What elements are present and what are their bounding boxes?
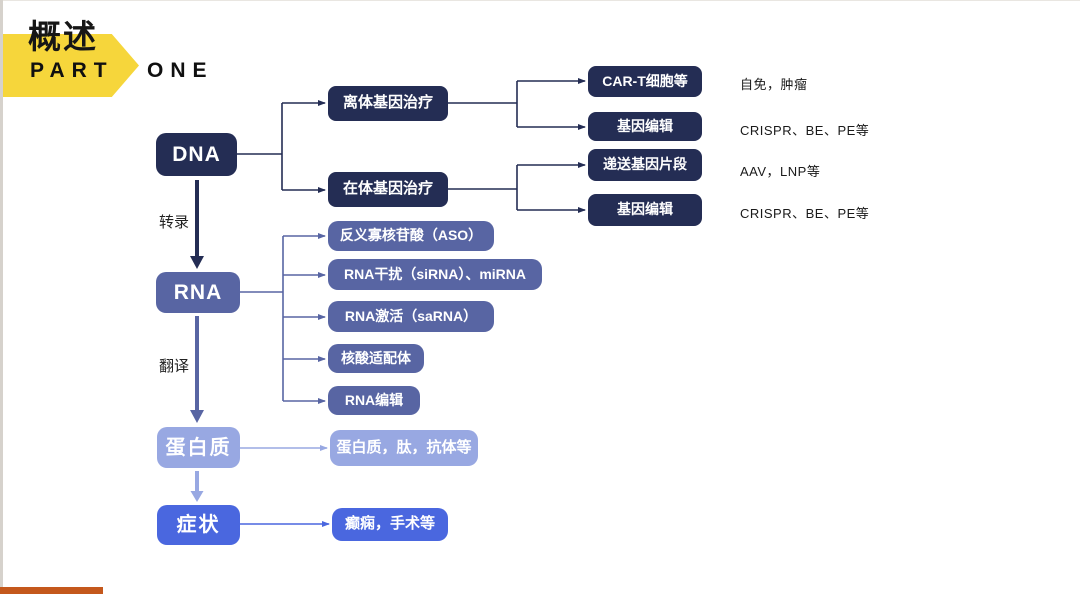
node-epilepsy-surgery: 癫痫，手术等 [332,508,448,541]
edge-label-transcription: 转录 [159,214,190,231]
edge-label-translation: 翻译 [159,358,190,375]
node-symptom: 症状 [157,505,240,545]
node-protein: 蛋白质 [157,427,240,468]
slide-left-border [0,0,3,594]
node-rna-editing: RNA编辑 [328,386,420,415]
node-gene-editing-2: 基因编辑 [588,194,702,226]
node-ex-vivo-gene-therapy: 离体基因治疗 [328,86,448,121]
node-gene-editing-1: 基因编辑 [588,112,702,141]
node-protein-peptide-antibody: 蛋白质，肽，抗体等 [330,430,478,466]
node-in-vivo-gene-therapy: 在体基因治疗 [328,172,448,207]
bottom-accent-bar [0,587,103,594]
node-rna-activation: RNA激活（saRNA） [328,301,494,332]
section-title: 概述 [28,18,98,55]
part-label-word1: PART [30,59,114,82]
node-aptamer: 核酸适配体 [328,344,424,373]
node-rna: RNA [156,272,240,313]
slide-top-border [0,0,1080,1]
section-banner-arrow [3,34,139,97]
annotation-cart: 自免，肿瘤 [740,77,808,92]
annotation-gene-editing-2: CRISPR、BE、PE等 [740,206,870,221]
node-dna: DNA [156,133,237,176]
annotation-gene-editing-1: CRISPR、BE、PE等 [740,123,870,138]
node-rnai: RNA干扰（siRNA）、miRNA [328,259,542,290]
node-cart-cells: CAR-T细胞等 [588,66,702,97]
node-aso: 反义寡核苷酸（ASO） [328,221,494,251]
part-label-word2: ONE [147,59,214,82]
node-gene-fragment-delivery: 递送基因片段 [588,149,702,181]
annotation-delivery: AAV，LNP等 [740,164,821,179]
